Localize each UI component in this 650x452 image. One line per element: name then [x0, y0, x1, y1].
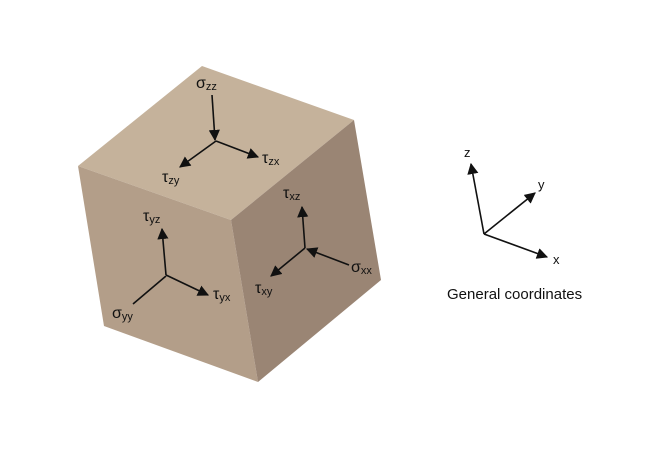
y-axis-label: y: [538, 177, 545, 192]
z-axis-arrow: [467, 162, 485, 235]
x-axis-arrow: [483, 233, 549, 259]
right-face-stress-arrows: [270, 205, 350, 277]
tau-xz-arrow: [297, 205, 309, 249]
x-axis-label: x: [553, 252, 560, 267]
tau-xy-label: τxy: [255, 280, 273, 298]
tau-yx-label: τyx: [213, 286, 231, 304]
top-face-stress-arrows: [179, 94, 260, 168]
sigma-yy-arrow: [132, 275, 167, 305]
tau-xz-label: τxz: [283, 185, 300, 203]
tau-zx-arrow: [215, 140, 260, 159]
tau-xy-arrow: [270, 247, 306, 277]
cube-top-face: [78, 66, 354, 220]
left-face-stress-arrows: [132, 227, 210, 305]
tau-zy-arrow: [179, 140, 217, 168]
sigma-xx-label: σxx: [351, 259, 372, 277]
sigma-zz-arrow: [208, 94, 220, 142]
coordinate-axes: [467, 162, 549, 259]
cube-left-face: [78, 166, 258, 382]
sigma-zz-label: σzz: [196, 75, 217, 93]
tau-zx-label: τzx: [262, 150, 280, 168]
sigma-yy-label: σyy: [112, 305, 133, 323]
tau-yx-arrow: [165, 274, 210, 296]
z-axis-label: z: [464, 145, 471, 160]
tau-zy-label: τzy: [162, 169, 180, 187]
tau-yz-label: τyz: [143, 208, 160, 226]
tau-yz-arrow: [157, 227, 169, 276]
y-axis-arrow: [483, 192, 536, 235]
coordinates-caption: General coordinates: [447, 286, 582, 303]
sigma-xx-arrow: [305, 247, 350, 266]
